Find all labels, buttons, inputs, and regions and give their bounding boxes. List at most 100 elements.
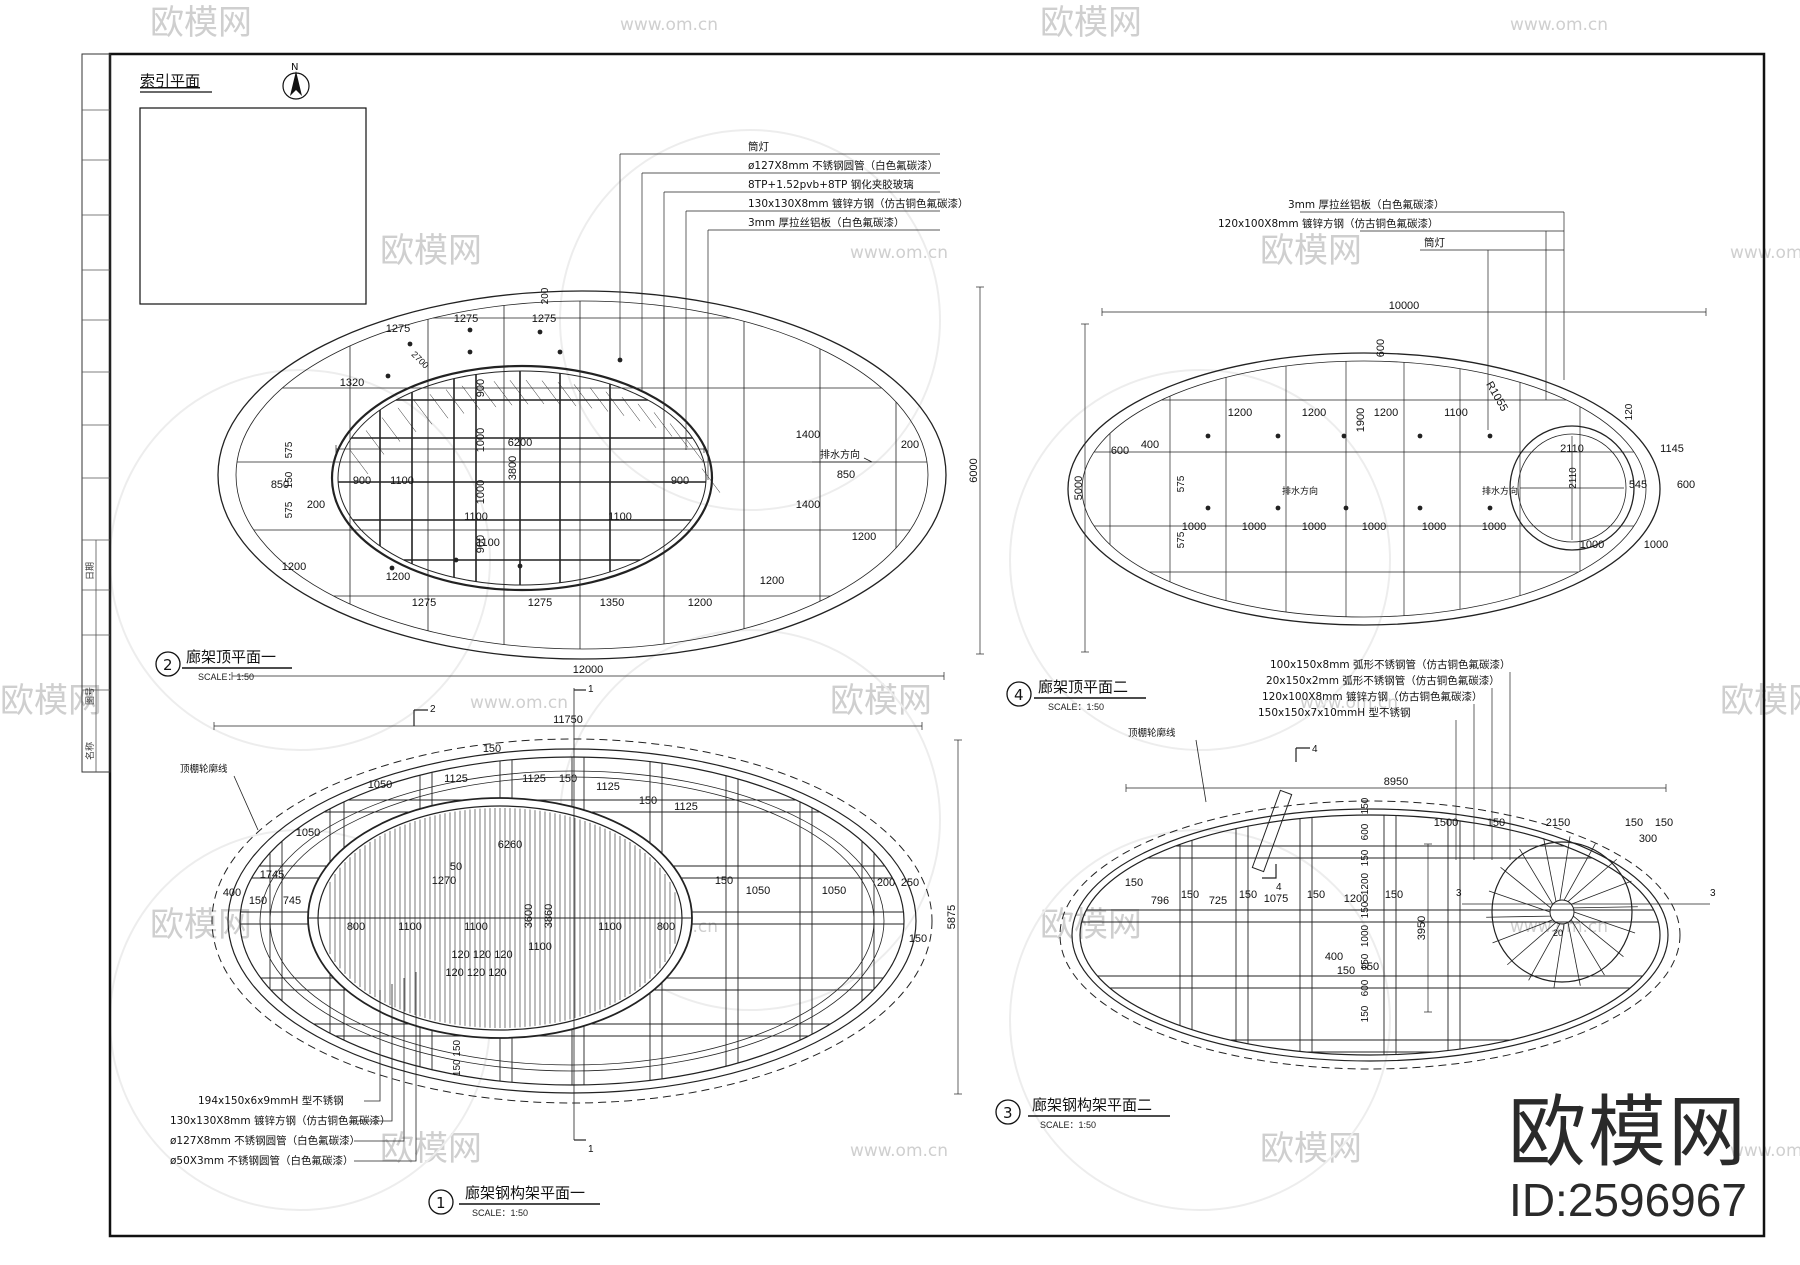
dimension-label: 650 <box>1361 961 1379 973</box>
frame-outer-ring <box>1071 808 1669 1062</box>
glass-hatch <box>509 380 529 405</box>
stair-tread <box>1553 923 1565 988</box>
dimension-opening-height: 3860 <box>543 904 555 928</box>
title-d4: 4 廊架顶平面二 SCALE：1:50 <box>1006 678 1146 712</box>
dimension-label: 575 <box>1176 531 1187 548</box>
drain-direction-label: 排水方向 <box>1282 485 1318 497</box>
dimension-label: 150 <box>559 773 577 785</box>
light-fixture-icon <box>1417 505 1423 511</box>
dimension-label: 1000 <box>475 480 487 504</box>
light-fixture-icon <box>467 349 473 355</box>
glass-hatch <box>685 438 705 464</box>
dimension-label: 2110 <box>1560 443 1584 455</box>
section-label: 1 <box>588 1144 594 1155</box>
watermark-url: www.om.cn <box>1510 15 1608 35</box>
dimension-label: 1075 <box>1264 893 1288 905</box>
dimension-label: 3600 <box>523 904 535 928</box>
dimension-label: 1275 <box>528 597 552 609</box>
stair-tread <box>1571 880 1632 905</box>
dimension-overall-height: 6000 <box>968 458 980 482</box>
callout-label: 筒灯 <box>1424 236 1446 249</box>
callout-label: 130x130X8mm 镀锌方钢（仿古铜色氟碳漆） <box>170 1114 390 1127</box>
dimension-label: 600 <box>1111 445 1129 457</box>
stair-tread <box>1559 836 1571 901</box>
title-block-text-2: 图号 <box>85 687 96 705</box>
glass-hatch <box>493 381 513 406</box>
outer-ellipse <box>217 290 947 660</box>
light-fixture-icon <box>1275 505 1281 511</box>
title-d1-scale: SCALE：1:50 <box>472 1208 528 1218</box>
glass-hatch <box>397 407 417 433</box>
light-fixture-icon <box>385 373 391 379</box>
dimension-label: 1000 <box>1302 521 1326 533</box>
dimension-label: 900 <box>475 379 487 397</box>
light-fixture-icon <box>517 563 523 569</box>
roof-outline-ellipse <box>1059 800 1681 1070</box>
dimension-label: 1350 <box>600 597 624 609</box>
glass-hatch <box>541 380 561 405</box>
outer-ellipse <box>1067 352 1661 626</box>
glass-hatch <box>445 389 465 414</box>
dimension-label: 300 <box>1639 833 1657 845</box>
callout-label: 150x150x7x10mmH 型不锈钢 <box>1258 706 1410 719</box>
dimension-label: 50 <box>450 861 462 873</box>
frame-outer-ring-inner <box>1079 814 1661 1056</box>
watermark-logo: 欧模网 <box>380 1129 482 1169</box>
glass-hatch <box>557 381 577 407</box>
glass-hatch <box>701 468 721 493</box>
dimension-label: 1000 <box>1242 521 1266 533</box>
dimension-label: 1050 <box>746 885 770 897</box>
glass-hatch <box>461 385 481 410</box>
title-d2-num: 2 <box>163 656 173 674</box>
dimension-label: 600 <box>1375 339 1387 357</box>
dimension-label: 575 <box>284 501 295 518</box>
dimension-label: 1000 <box>1360 924 1371 947</box>
dimension-label: 1100 <box>598 921 622 933</box>
glass-hatch <box>573 384 593 409</box>
watermark-logo: 欧模网 <box>1040 905 1142 945</box>
dimension-label: 1125 <box>596 781 620 793</box>
glass-hatch <box>525 379 545 405</box>
light-fixture-icon <box>389 565 395 571</box>
callout-label: 8TP+1.52pvb+8TP 钢化夹胶玻璃 <box>748 178 914 191</box>
north-arrow-icon: N <box>282 62 310 100</box>
dimension-label: 200 <box>877 877 895 889</box>
radius-label: R1055 <box>1483 379 1510 413</box>
section-mark-4 <box>1295 747 1310 762</box>
leader-line <box>354 978 405 1142</box>
dimension-label: 150 <box>1307 889 1325 901</box>
callout-label: 3mm 厚拉丝铝板（白色氟碳漆） <box>748 216 904 229</box>
title-d4-text: 廊架顶平面二 <box>1038 678 1128 696</box>
dimension-label: 400 <box>223 887 241 899</box>
light-fixture-icon <box>1487 433 1493 439</box>
dimension-label: 150 <box>1337 965 1355 977</box>
dimension-label: 800 <box>657 921 675 933</box>
title-d1-text: 廊架钢构架平面一 <box>465 1184 585 1202</box>
section-mark-4b <box>1262 864 1277 879</box>
index-plan-box <box>139 107 367 305</box>
watermark-logo: 欧模网 <box>1260 1129 1362 1169</box>
dimension-label: 1320 <box>340 377 364 389</box>
leader-line <box>364 990 381 1102</box>
light-fixture-icon <box>407 341 413 347</box>
watermark-ring <box>559 129 941 511</box>
title-d1: 1 廊架钢构架平面一 SCALE：1:50 <box>428 1184 600 1218</box>
dimension-label: 1125 <box>444 773 468 785</box>
brand-watermark: 欧模网 ID:2596967 <box>1508 1091 1748 1225</box>
dimension-overall-height: 5000 <box>1073 476 1085 500</box>
dimension-label: 850 <box>837 469 855 481</box>
diagonal-brace <box>1251 789 1293 873</box>
dimension-label: 150 <box>1360 953 1371 970</box>
dimension-overall-width: 10000 <box>1389 300 1420 312</box>
dimension-label: 1200 <box>760 575 784 587</box>
dimension-label: 1200 <box>1302 407 1326 419</box>
section-label: 2 <box>430 704 436 715</box>
dimension-label: 150 <box>1360 849 1371 866</box>
skylight-circle-inner <box>1517 433 1627 543</box>
dimension-label: 575 <box>284 441 295 458</box>
light-fixture-icon <box>537 329 543 335</box>
glass-hatch <box>605 391 625 416</box>
dimension-label: 120 120 120 <box>451 949 512 961</box>
